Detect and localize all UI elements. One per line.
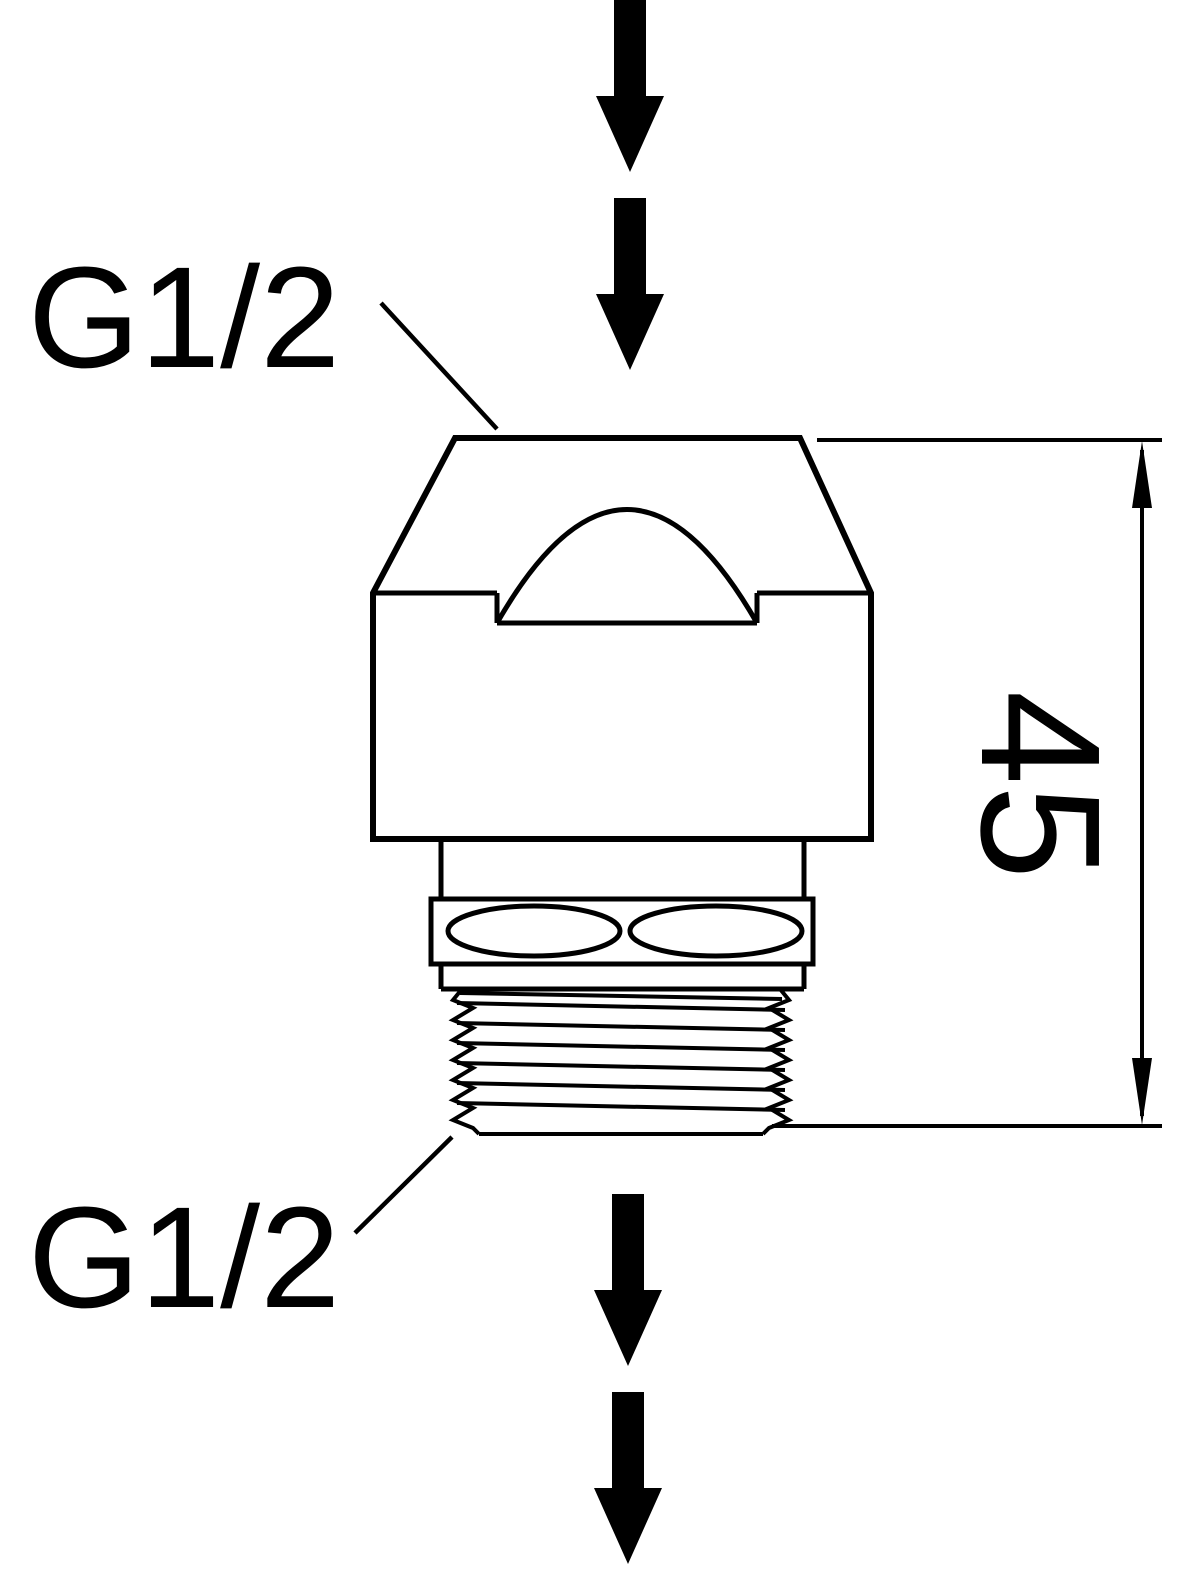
collar-band-lines xyxy=(438,964,807,992)
hex-nut-facet-right xyxy=(627,903,805,959)
hex-nut-outline xyxy=(428,896,816,967)
neck-lines xyxy=(438,839,807,899)
flow-down-arrow-icon xyxy=(596,198,664,370)
height-dimension-label: 45 xyxy=(945,690,1135,879)
top-port-label: G1/2 xyxy=(28,237,340,398)
thread-section xyxy=(448,987,794,1136)
thread-right-edge xyxy=(761,987,794,1136)
bottom-leader-line xyxy=(353,1135,454,1235)
top-leader-line xyxy=(379,301,499,431)
inlet-flow-arrows xyxy=(596,0,664,370)
thread-crest-lines xyxy=(456,991,786,1112)
cap-dome-arc xyxy=(494,507,760,625)
top-port-callout: G1/2 xyxy=(28,237,499,431)
hex-nut-facet-left xyxy=(445,903,623,959)
dimension-arrow-up-icon xyxy=(1132,441,1152,508)
bottom-port-callout: G1/2 xyxy=(28,1135,454,1338)
cap-shoulder-lines xyxy=(373,590,871,626)
flow-down-arrow-icon xyxy=(596,0,664,172)
outlet-flow-arrows xyxy=(594,1194,662,1564)
flow-down-arrow-icon xyxy=(594,1392,662,1564)
fitting-body-drawing xyxy=(370,435,874,1136)
flow-down-arrow-icon xyxy=(594,1194,662,1366)
cap-and-body-outline xyxy=(370,435,874,842)
dimension-arrow-down-icon xyxy=(1132,1058,1152,1125)
height-dimension: 45 xyxy=(772,438,1162,1128)
bottom-port-label: G1/2 xyxy=(28,1177,340,1338)
